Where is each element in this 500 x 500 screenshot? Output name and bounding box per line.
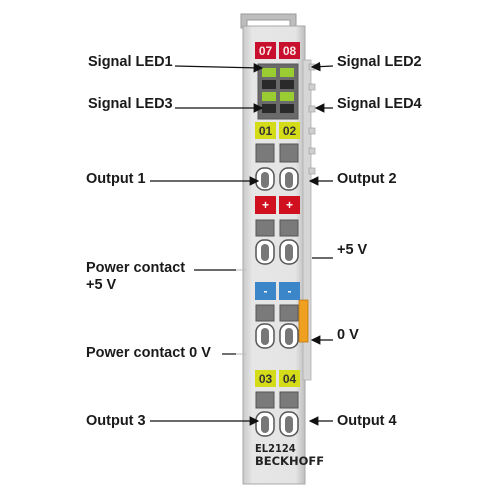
led-tag-08-text: 08 — [283, 44, 297, 58]
label-signal-led4: Signal LED4 — [337, 96, 422, 112]
channel-tag-04-text: 04 — [283, 372, 297, 386]
bus-terminal: 07 08 01 02 + — [240, 13, 324, 485]
channel-tag-01-text: 01 — [259, 124, 273, 138]
channel-tag-03 — [255, 370, 276, 387]
plus-tag-right-text: + — [286, 198, 293, 212]
leader-lines — [150, 61, 334, 426]
label-zero-v: 0 V — [337, 327, 359, 343]
plus-tag-right — [279, 196, 300, 214]
signal-led-4 — [280, 92, 294, 101]
channel-tag-03-text: 03 — [259, 372, 273, 386]
led-window — [257, 63, 299, 120]
signal-led-1 — [262, 68, 276, 77]
model-label: EL2124 — [255, 442, 296, 455]
label-signal-led3: Signal LED3 — [88, 96, 173, 112]
channel-tag-01 — [255, 122, 276, 139]
clamp-row-3 — [255, 304, 299, 349]
label-output2: Output 2 — [337, 171, 397, 187]
channel-tag-04 — [279, 370, 300, 387]
led-tag-07-text: 07 — [259, 44, 273, 58]
label-output4: Output 4 — [337, 413, 397, 429]
label-signal-led1: Signal LED1 — [88, 54, 173, 70]
signal-led-2 — [280, 68, 294, 77]
label-power-contact-5v-line2: +5 V — [86, 277, 117, 293]
led-tag-07 — [255, 42, 276, 59]
leader-signal-led1 — [174, 63, 264, 73]
channel-tag-02-text: 02 — [283, 124, 297, 138]
annotation-labels: Signal LED1 Signal LED2 Signal LED3 Sign… — [86, 54, 422, 429]
label-power-contact-0v: Power contact 0 V — [86, 345, 211, 361]
minus-tag-left-text: - — [264, 284, 268, 298]
minus-tag-right — [279, 282, 300, 300]
minus-tag-right-text: - — [288, 284, 292, 298]
clamp-row-2 — [255, 219, 299, 265]
power-contact-bar — [298, 299, 309, 343]
label-power-contact-5v-line1: Power contact — [86, 260, 185, 276]
minus-tag-left — [255, 282, 276, 300]
plus-tag-left-text: + — [262, 198, 269, 212]
label-signal-led2: Signal LED2 — [337, 54, 422, 70]
brand-label: BECKHOFF — [255, 454, 324, 468]
label-output3: Output 3 — [86, 413, 146, 429]
channel-tag-02 — [279, 122, 300, 139]
contact-strip — [302, 59, 312, 381]
plus-tag-left — [255, 196, 276, 214]
signal-led-3 — [262, 92, 276, 101]
label-plus5v: +5 V — [337, 242, 368, 258]
clamp-row-1 — [255, 143, 299, 191]
label-output1: Output 1 — [86, 171, 146, 187]
leader-signal-led2 — [310, 61, 334, 72]
led-tag-08 — [279, 42, 300, 59]
